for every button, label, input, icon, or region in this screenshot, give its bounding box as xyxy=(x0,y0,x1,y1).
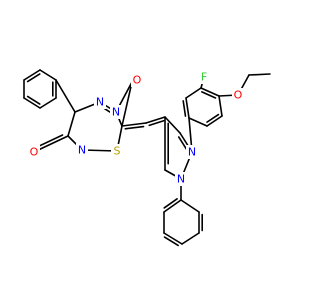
molecule-structure: O O N N N S F O xyxy=(23,69,271,247)
atom-n-triazine-2: N xyxy=(110,105,122,119)
double-bond xyxy=(163,199,182,213)
single-bond xyxy=(121,81,133,127)
atom-f-substituent: F xyxy=(198,70,210,84)
double-bond-inner xyxy=(163,198,178,209)
single-bond xyxy=(218,95,223,117)
atom-n-triazine-1: N xyxy=(94,95,106,109)
double-bond-inner xyxy=(26,73,41,83)
atom-o-ether-label: O xyxy=(234,89,243,102)
atom-o-ketone-top: O xyxy=(131,73,143,87)
double-bond xyxy=(163,232,183,245)
double-bond-inner xyxy=(206,113,220,123)
single-bond xyxy=(39,97,57,109)
atom-o-ketone-top-label: O xyxy=(133,74,142,87)
atom-n-pyrazole-2-label: N xyxy=(188,146,196,159)
double-bond-inner xyxy=(148,119,165,127)
single-bond xyxy=(185,87,202,99)
double-bond xyxy=(121,122,147,127)
single-bond xyxy=(248,73,271,76)
single-bond xyxy=(181,232,200,245)
atom-n-triazine-3-label: N xyxy=(78,144,86,157)
atom-n-pyrazole-1: N xyxy=(175,172,187,186)
double-bond xyxy=(23,69,41,81)
atom-n-triazine-2-label: N xyxy=(112,106,120,119)
single-bond xyxy=(67,111,76,137)
atom-n-pyrazole-1-label: N xyxy=(177,173,185,186)
double-bond xyxy=(23,97,41,109)
single-bond xyxy=(39,69,57,81)
double-bond xyxy=(200,87,220,97)
double-bond xyxy=(185,97,190,119)
double-bond xyxy=(206,115,223,127)
atom-s-thiazole-label: S xyxy=(114,145,121,158)
atom-label-layer: O O N N N S F O xyxy=(28,70,244,186)
atom-n-triazine-1-label: N xyxy=(96,96,104,109)
double-bond-inner xyxy=(26,95,41,105)
double-bond xyxy=(145,116,166,124)
atom-o-ketone-left-label: O xyxy=(30,146,39,159)
double-bond-inner xyxy=(182,100,187,117)
atom-n-triazine-3: N xyxy=(76,143,88,157)
double-bond-inner xyxy=(163,236,179,247)
atom-o-ether: O xyxy=(232,88,244,102)
double-bond-inner xyxy=(201,91,217,99)
atom-o-ketone-left: O xyxy=(28,145,40,159)
single-bond xyxy=(55,79,76,113)
atom-s-thiazole: S xyxy=(111,144,123,158)
atom-f-substituent-label: F xyxy=(201,71,207,84)
single-bond xyxy=(180,199,200,213)
single-bond xyxy=(164,116,181,134)
atom-n-pyrazole-2: N xyxy=(186,145,198,159)
double-bond-inner xyxy=(124,125,145,130)
double-bond-inner xyxy=(35,134,64,148)
single-bond xyxy=(188,117,208,127)
